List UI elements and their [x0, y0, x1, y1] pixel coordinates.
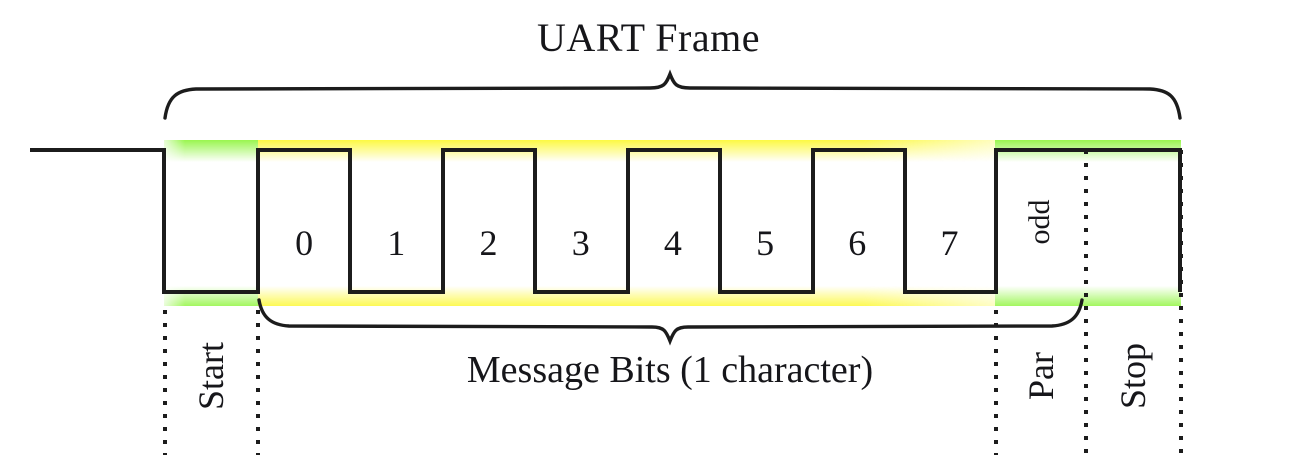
bit-label-6: 6 — [848, 223, 867, 263]
message-bits-label: Message Bits (1 character) — [466, 349, 874, 391]
segment-label-parity: Par — [1021, 352, 1061, 400]
bit-label-2: 2 — [479, 223, 498, 263]
bit-label-3: 3 — [571, 223, 590, 263]
segment-label-start: Start — [191, 342, 231, 410]
parity-bit-fill — [995, 140, 1086, 306]
uart-frame-brace — [163, 69, 1182, 120]
parity-value-label: odd — [1023, 199, 1056, 245]
bit-label-1: 1 — [387, 223, 406, 263]
start-bit-fill — [164, 140, 259, 306]
bit-label-4: 4 — [663, 223, 682, 263]
uart-waveform-trace — [30, 148, 1182, 294]
diagram-title: UART Frame — [537, 15, 760, 60]
bit-label-5: 5 — [756, 223, 775, 263]
bit-label-0: 0 — [295, 223, 314, 263]
bit-label-7: 7 — [940, 223, 959, 263]
stop-bit-fill — [1085, 140, 1181, 306]
segment-label-stop: Stop — [1113, 342, 1153, 410]
message-bits-brace — [257, 298, 1084, 346]
